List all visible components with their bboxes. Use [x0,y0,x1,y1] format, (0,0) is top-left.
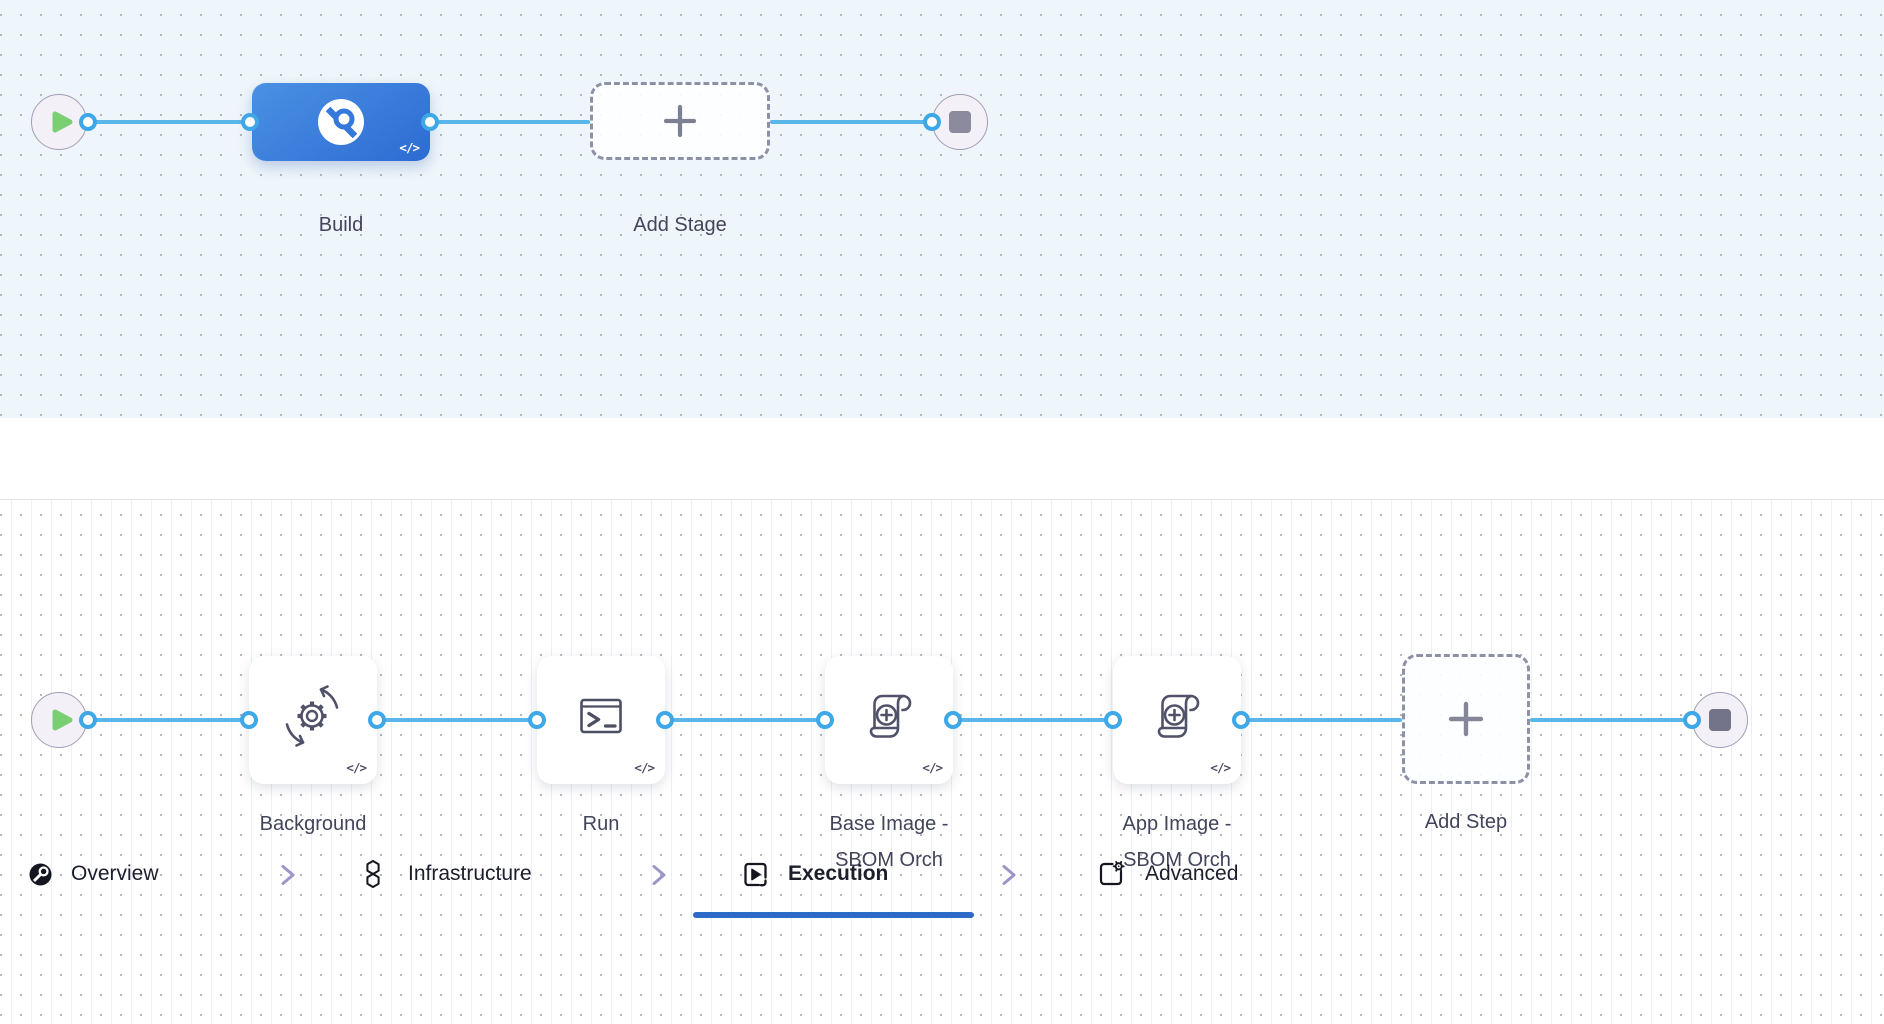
connector-port[interactable] [241,113,259,131]
connector-port[interactable] [79,711,97,729]
step-label: Background [259,813,367,835]
active-tab-indicator [693,912,974,918]
chevron-right-icon [649,863,669,892]
tab-label: Execution [788,862,889,885]
code-view-icon[interactable]: </> [399,140,420,155]
flow-connector-line [770,120,932,124]
scroll-plus-icon [857,684,921,748]
code-view-icon[interactable]: </> [922,760,943,775]
tab-advanced[interactable]: Advanced [1096,859,1238,889]
tab-overview[interactable]: Overview [29,859,159,889]
stage-label: Build [318,214,364,236]
ci-build-icon [318,99,364,145]
step-label: App Image - SBOM Orch [1122,813,1232,871]
tab-label: Advanced [1145,862,1239,885]
play-icon [49,706,75,734]
step-node-app-image-sbom[interactable]: </> [1113,656,1241,784]
tab-infrastructure[interactable]: Infrastructure [357,859,532,889]
step-node-background[interactable]: </> [249,656,377,784]
step-node-run[interactable]: </> [537,656,665,784]
connector-port[interactable] [79,113,97,131]
connector-port[interactable] [421,113,439,131]
end-node [932,94,988,150]
background-sync-gear-icon [281,683,345,749]
flow-connector-line [88,718,249,722]
connector-port[interactable] [528,711,546,729]
flow-connector-line [377,718,537,722]
code-view-icon[interactable]: </> [634,760,655,775]
connector-port[interactable] [240,711,258,729]
step-label: Run [582,813,620,835]
add-step-button[interactable] [1402,654,1530,784]
code-view-icon[interactable]: </> [346,760,367,775]
advanced-icon [1096,859,1126,889]
step-node-base-image-sbom[interactable]: </> [825,656,953,784]
terminal-icon [569,684,633,748]
start-node [31,692,87,748]
connector-port[interactable] [656,711,674,729]
stage-node-build[interactable]: </> [252,83,430,161]
connector-port[interactable] [1683,711,1701,729]
tab-label: Infrastructure [408,862,532,885]
connector-port[interactable] [923,113,941,131]
flow-connector-line [430,120,590,124]
plus-icon [663,104,697,138]
stage-config-tabbar: Overview Infrastructure [0,418,1884,918]
play-icon [49,108,75,136]
stage-canvas[interactable]: </> Build Add Stage [0,0,1884,418]
flow-connector-line [953,718,1113,722]
scroll-plus-icon [1145,684,1209,748]
add-stage-label: Add Stage [633,214,727,236]
add-step-label: Add Step [1424,811,1508,833]
connector-port[interactable] [1104,711,1122,729]
connector-port[interactable] [1232,711,1250,729]
connector-port[interactable] [944,711,962,729]
connector-port[interactable] [816,711,834,729]
overview-icon [29,863,52,886]
stop-icon [949,111,971,133]
tab-label: Overview [71,862,159,885]
step-label: Base Image - SBOM Orch [829,813,949,871]
add-stage-button[interactable] [590,82,770,160]
code-view-icon[interactable]: </> [1210,760,1231,775]
chevron-right-icon [999,863,1019,892]
connector-port[interactable] [368,711,386,729]
infrastructure-icon [357,858,389,890]
flow-connector-line [665,718,825,722]
execution-icon [742,861,769,888]
flow-connector-line [88,120,250,124]
stop-icon [1709,709,1731,731]
end-node [1692,692,1748,748]
tab-execution[interactable]: Execution [742,859,888,889]
start-node [31,94,87,150]
flow-connector-line [1530,718,1692,722]
chevron-right-icon [278,863,298,892]
plus-icon [1448,701,1484,737]
flow-connector-line [1241,718,1402,722]
